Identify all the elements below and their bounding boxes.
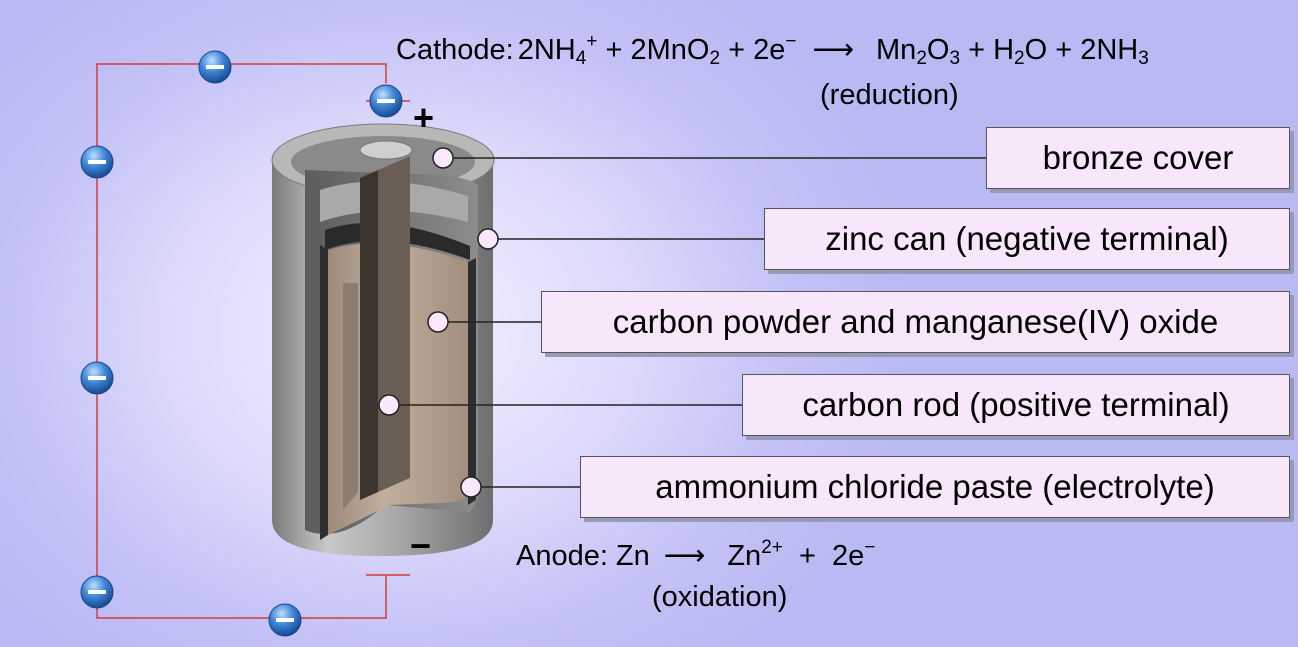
electrons — [80, 50, 403, 637]
anode-label: Anode: — [516, 540, 608, 572]
electron-minus-icon — [369, 84, 403, 118]
electron-minus-icon — [80, 575, 114, 609]
cathode-term: Mn — [876, 34, 917, 66]
cathode-subscript: 3 — [1138, 48, 1149, 69]
cathode-subscript: 4 — [575, 48, 587, 69]
anode-term: Zn — [727, 540, 762, 572]
label-zinc-can: zinc can (negative terminal) — [764, 208, 1290, 270]
cathode-subscript: 2 — [1014, 48, 1025, 69]
anode-term: Zn — [615, 540, 650, 572]
cathode-superscript: + — [586, 31, 598, 52]
electron-minus-icon — [268, 603, 302, 637]
cathode-subscript: 2 — [709, 48, 721, 69]
cathode-superscript: − — [785, 31, 797, 52]
cathode-subscript: 3 — [949, 48, 961, 69]
cathode-term: O — [926, 34, 950, 66]
anode-equation: Anode:Zn⟶Zn2+ + 2e− — [516, 537, 876, 573]
electron-minus-icon — [80, 361, 114, 395]
cathode-term: O + 2NH — [1024, 34, 1139, 66]
leader-lines — [389, 157, 987, 488]
negative-terminal-sign: − — [410, 525, 432, 566]
anode-reaction-type: (oxidation) — [652, 581, 788, 613]
positive-terminal-sign: + — [413, 97, 435, 138]
cathode-term: + H — [960, 34, 1015, 66]
cathode-equation: Cathode:2NH4+ + 2MnO2 + 2e−⟶Mn2O3 + H2O … — [396, 31, 1149, 69]
anode-superscript: − — [864, 537, 876, 558]
cathode-term: + 2e — [720, 34, 786, 66]
label-carbon-powder: carbon powder and manganese(IV) oxide — [541, 291, 1290, 353]
cathode-label: Cathode: — [396, 34, 514, 66]
electron-minus-icon — [80, 145, 114, 179]
anode-superscript: 2+ — [761, 537, 783, 558]
carbon-rod — [359, 140, 413, 500]
label-bronze-cover: bronze cover — [986, 127, 1290, 189]
cathode-subscript: 2 — [916, 48, 927, 69]
cathode-reaction-type: (reduction) — [820, 79, 959, 111]
reaction-arrow: ⟶ — [812, 34, 855, 66]
cathode-term: 2NH — [517, 34, 576, 66]
anode-term: + 2e — [782, 540, 865, 572]
label-electrolyte: ammonium chloride paste (electrolyte) — [580, 456, 1290, 518]
leader-markers — [378, 147, 499, 498]
electron-minus-icon — [198, 50, 232, 84]
label-carbon-rod: carbon rod (positive terminal) — [742, 374, 1290, 436]
reaction-arrow: ⟶ — [663, 540, 706, 572]
cathode-term: + 2MnO — [597, 34, 710, 66]
